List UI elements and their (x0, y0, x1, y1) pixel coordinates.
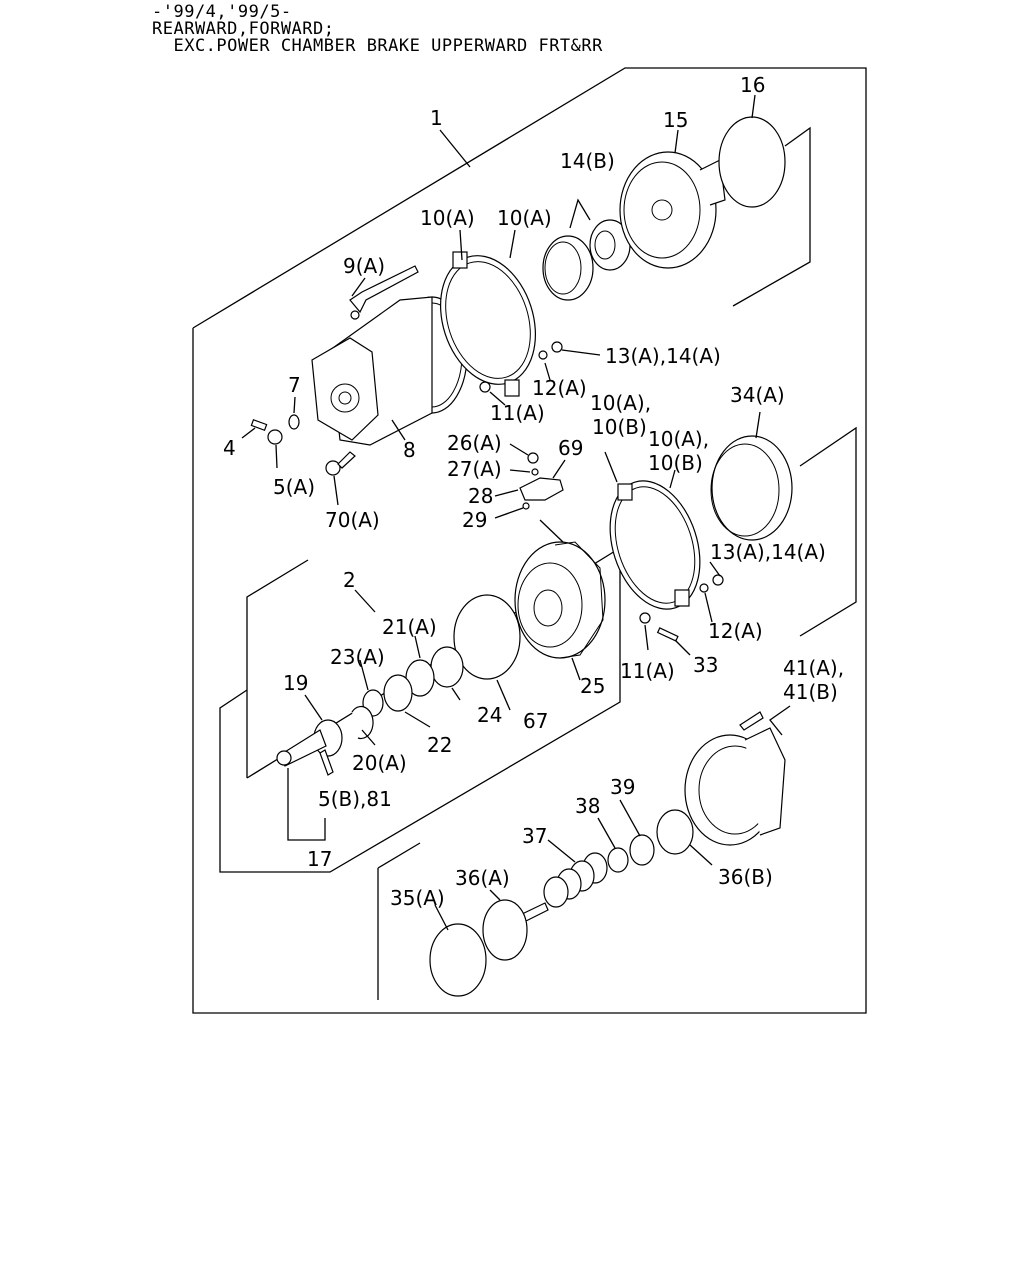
callout-36a: 36(A) (455, 866, 510, 890)
callout-10a-1: 10(A) (420, 206, 475, 230)
callout-8: 8 (403, 438, 416, 462)
callout-34a: 34(A) (730, 383, 785, 407)
diaphragm-part-36a (482, 899, 528, 961)
callout-70a: 70(A) (325, 508, 380, 532)
header-line-3: EXC.POWER CHAMBER BRAKE UPPERWARD FRT&RR (152, 36, 603, 56)
callout-16: 16 (740, 73, 765, 97)
header-line-1: -'99/4,'99/5- (152, 2, 292, 22)
callout-41b: 41(B) (783, 680, 838, 704)
callout-28: 28 (468, 484, 493, 508)
clamp-ring-10-upper (439, 251, 563, 397)
spring-part-37 (519, 852, 608, 923)
callout-10a-4: 10(A), (648, 427, 709, 451)
cover-part-34a (710, 435, 793, 541)
part-39 (629, 834, 655, 866)
callout-41a: 41(A), (783, 656, 844, 680)
callout-5a: 5(A) (273, 475, 315, 499)
valve-parts-26-29 (519, 452, 564, 510)
diagram-header: -'99/4,'99/5- REARWARD,FORWARD; EXC.POWE… (152, 4, 603, 55)
housing-part-41 (684, 711, 786, 846)
callout-38: 38 (575, 794, 600, 818)
callout-12a-1: 12(A) (532, 376, 587, 400)
group-14-bracket (732, 126, 811, 307)
oring-part-67 (453, 594, 521, 680)
callout-13a-14a-2: 13(A),14(A) (710, 540, 826, 564)
callout-69: 69 (558, 436, 583, 460)
callout-13a-14a-1: 13(A),14(A) (605, 344, 721, 368)
callout-4: 4 (223, 436, 236, 460)
ring-part-22 (383, 674, 413, 712)
plate-part-35a (429, 923, 487, 997)
callout-67: 67 (523, 709, 548, 733)
callout-35a: 35(A) (390, 886, 445, 910)
fitting-part-9 (349, 265, 419, 320)
callout-33: 33 (693, 653, 718, 677)
callout-27a: 27(A) (447, 457, 502, 481)
rod-part-19 (276, 719, 343, 776)
callout-39: 39 (610, 775, 635, 799)
callout-1: 1 (430, 106, 443, 130)
callout-15: 15 (663, 108, 688, 132)
callout-20a: 20(A) (352, 751, 407, 775)
leader-lines (241, 94, 791, 931)
diaphragm-part-14b (542, 198, 631, 301)
callout-9a: 9(A) (343, 254, 385, 278)
header-line-2: REARWARD,FORWARD; (152, 19, 335, 39)
callout-26a: 26(A) (447, 431, 502, 455)
housing-part-15 (619, 151, 726, 269)
callout-23a: 23(A) (330, 645, 385, 669)
callout-29: 29 (462, 508, 487, 532)
callout-11a-2: 11(A) (620, 659, 675, 683)
callout-10a-2: 10(A) (497, 206, 552, 230)
group-35-bracket (377, 842, 421, 869)
callout-22: 22 (427, 733, 452, 757)
callout-11a-1: 11(A) (490, 401, 545, 425)
outer-frame (192, 67, 867, 1014)
callout-37: 37 (522, 824, 547, 848)
clamp-ring-10-lower (609, 480, 724, 642)
callout-5b-81: 5(B),81 (318, 787, 392, 811)
callout-10b-1: 10(B) (592, 415, 647, 439)
callout-12a-2: 12(A) (708, 619, 763, 643)
snap-ring-part-20a (351, 705, 374, 740)
callout-19: 19 (283, 671, 308, 695)
ring-part-24 (430, 646, 464, 688)
group-34-bracket (799, 426, 857, 637)
callout-36b: 36(B) (718, 865, 773, 889)
group-17-bracket (246, 559, 309, 778)
callout-14b: 14(B) (560, 149, 615, 173)
piston-housing-part-25 (514, 541, 606, 659)
part-38 (607, 847, 629, 873)
callout-7: 7 (288, 373, 301, 397)
callout-24: 24 (477, 703, 502, 727)
callout-10a-3: 10(A), (590, 391, 651, 415)
oring-part-16 (718, 116, 786, 208)
callout-17: 17 (307, 847, 332, 871)
seal-part-36b (656, 809, 694, 855)
callout-10b-2: 10(B) (648, 451, 703, 475)
callout-2: 2 (343, 568, 356, 592)
small-parts-left (250, 414, 356, 476)
callout-21a: 21(A) (382, 615, 437, 639)
callout-25: 25 (580, 674, 605, 698)
